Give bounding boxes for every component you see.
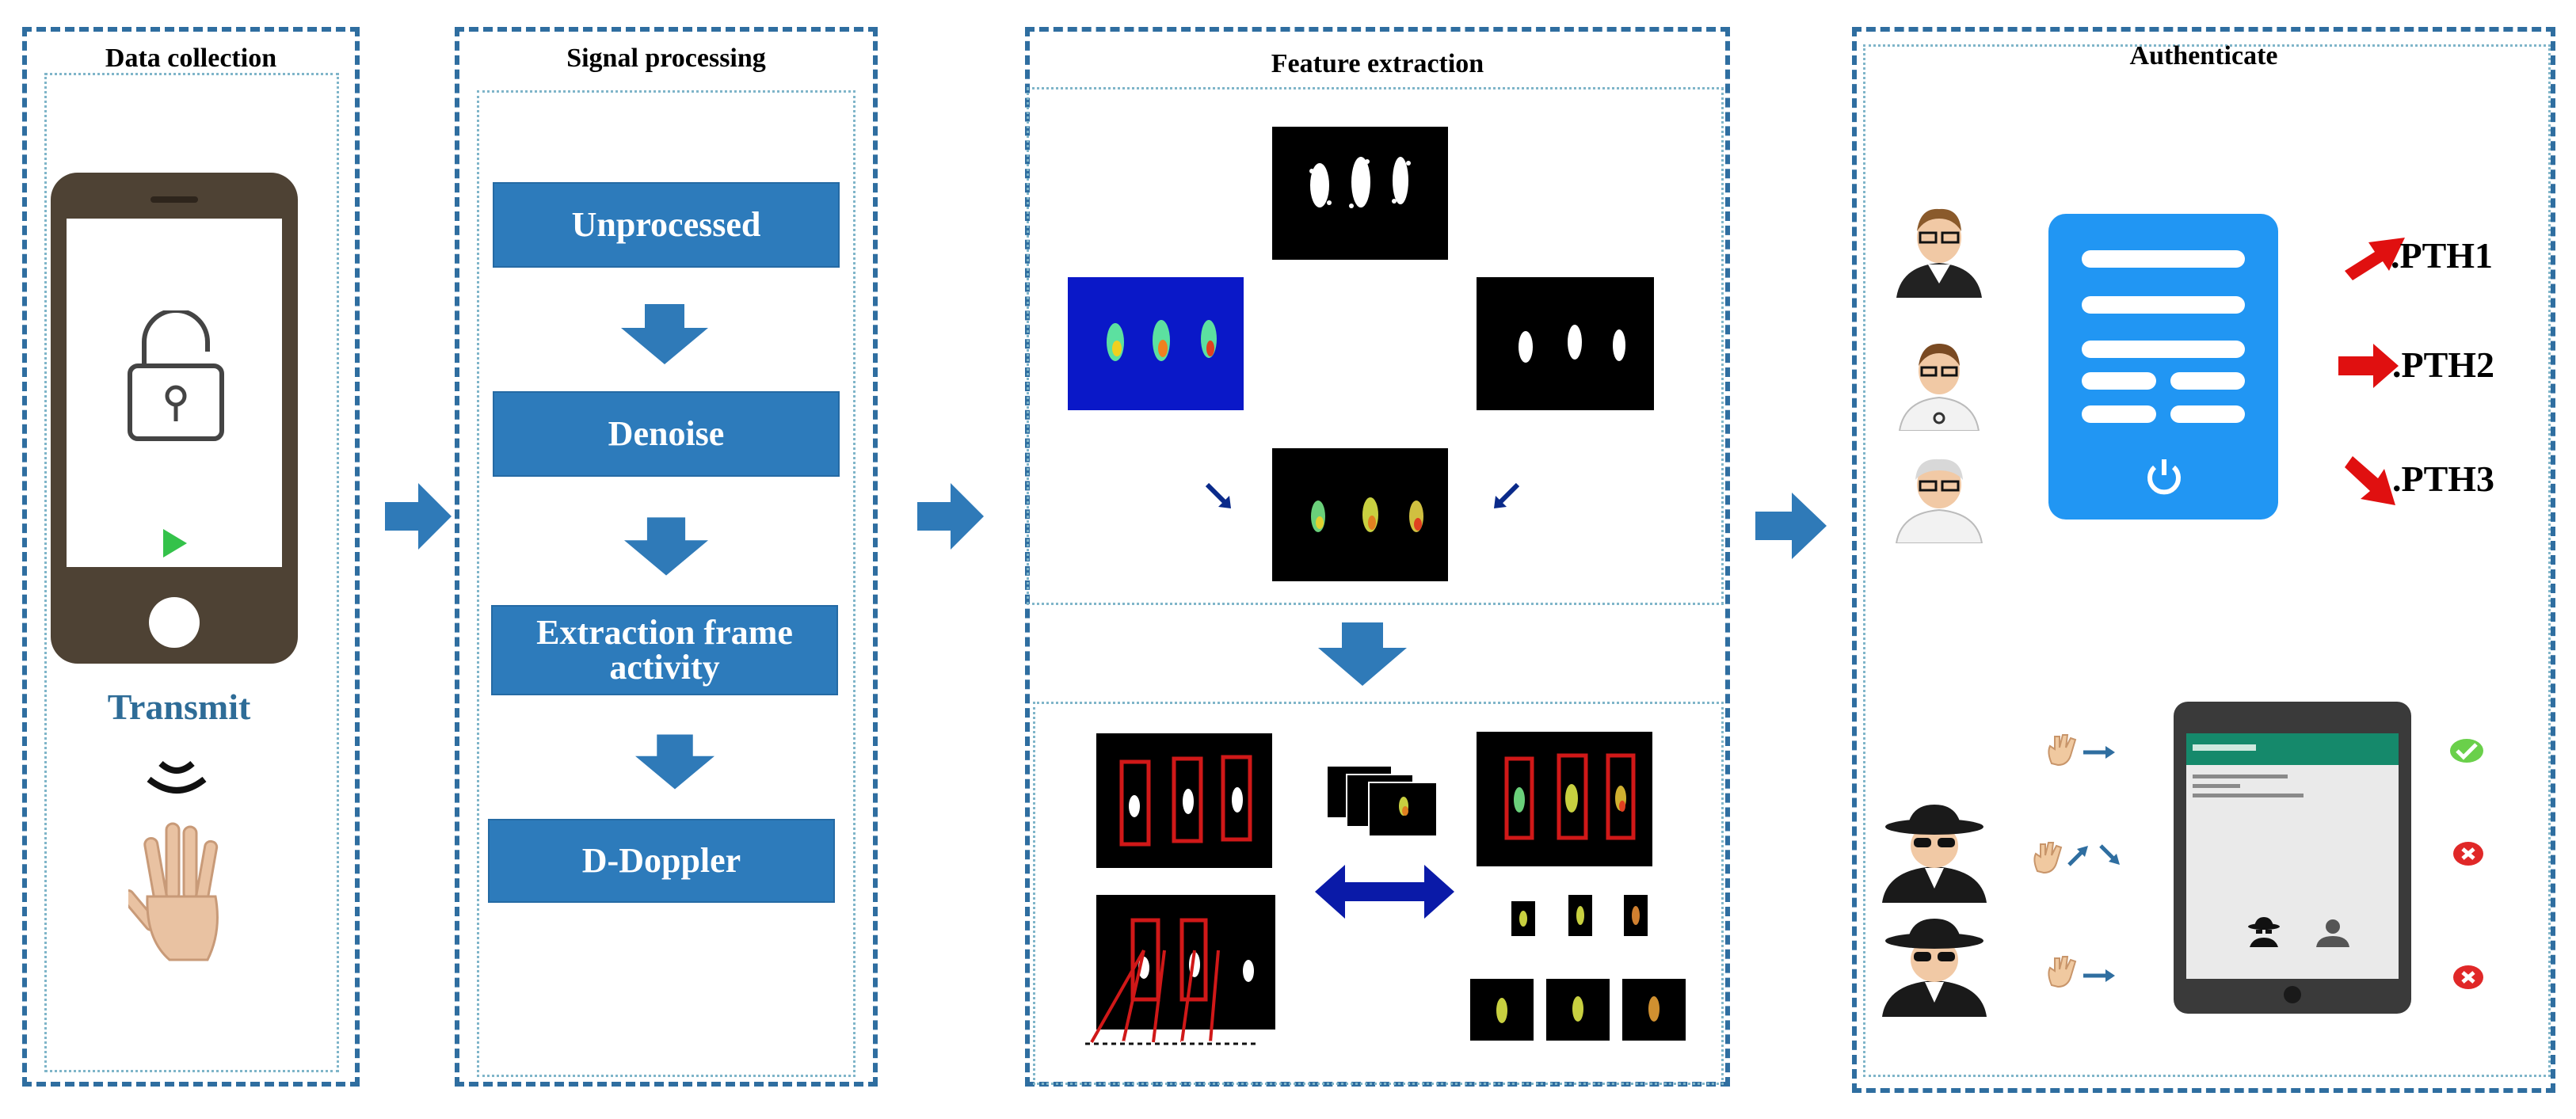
binary-clean-image	[1477, 277, 1654, 410]
spy-small-icon	[2248, 917, 2280, 947]
small-diagonal-arrow-right	[1494, 482, 1520, 508]
pth1-label: .PTH1	[2391, 235, 2494, 276]
binary-noisy-image	[1272, 127, 1448, 260]
feature-extraction-top-inner	[1027, 87, 1724, 605]
pth2-label: .PTH2	[2392, 344, 2495, 385]
red-arrow-2	[2338, 344, 2399, 388]
thermal-image	[1068, 277, 1244, 410]
boxed-color-image	[1477, 732, 1652, 866]
double-arrow-icon	[1315, 865, 1454, 919]
feature-extraction-bottom-inner	[1033, 702, 1724, 1085]
down-arrow-2	[624, 517, 708, 576]
tablet-icon	[2174, 702, 2411, 1014]
small-arrow-1	[2083, 746, 2115, 759]
hand-icon	[128, 822, 219, 961]
flow-arrow-1	[385, 483, 452, 550]
spy-icon-2	[1882, 919, 1987, 1017]
frame-stack-image	[1328, 767, 1438, 837]
hand-gesture-icon-2	[2033, 842, 2063, 874]
small-arrows-2	[2067, 844, 2120, 866]
flow-arrow-2	[917, 483, 984, 550]
red-arrow-3	[2345, 456, 2395, 505]
cropped-frames-large	[1470, 979, 1686, 1041]
play-icon	[163, 529, 187, 558]
check-icon	[2450, 739, 2483, 763]
step-unprocessed: Unprocessed	[493, 182, 840, 268]
data-collection-title: Data collection	[105, 44, 277, 73]
authenticate-title: Authenticate	[2129, 41, 2278, 70]
flow-arrow-3	[1755, 493, 1827, 559]
small-diagonal-arrow-left	[1205, 482, 1231, 508]
down-arrow-3	[635, 734, 714, 790]
user-icon	[2316, 919, 2349, 947]
authenticate-panel	[1852, 27, 2555, 1093]
down-arrow-1	[621, 304, 708, 364]
signal-processing-inner	[477, 90, 855, 1077]
boxed-frames-image-1	[1096, 733, 1272, 868]
transmit-label: Transmit	[107, 687, 251, 727]
reject-icon-2	[2453, 965, 2483, 989]
data-collection-inner	[44, 73, 339, 1072]
user-avatar-3	[1895, 459, 1983, 543]
app-screen	[2048, 214, 2278, 520]
pth3-label: .PTH3	[2392, 459, 2495, 499]
cropped-frames-small	[1511, 895, 1648, 936]
lock-icon	[128, 310, 224, 441]
hand-gesture-icon-3	[2048, 956, 2077, 988]
authenticate-inner	[1863, 44, 2551, 1077]
step-d-doppler: D-Doppler	[488, 819, 835, 903]
step-denoise: Denoise	[493, 391, 840, 477]
user-avatar-2	[1898, 344, 1980, 431]
feature-extraction-title: Feature extraction	[1271, 49, 1484, 78]
small-arrow-3	[2083, 969, 2115, 982]
down-arrow-feature	[1318, 622, 1407, 686]
phone-icon	[51, 173, 298, 664]
signal-processing-panel	[455, 27, 878, 1087]
power-icon	[2147, 459, 2181, 495]
frame-split-lines	[1085, 950, 1259, 1045]
wireless-icon	[147, 760, 207, 794]
data-collection-panel	[22, 27, 360, 1087]
red-arrow-1	[2345, 238, 2405, 280]
user-avatar-1	[1896, 208, 1982, 298]
spy-icon-1	[1882, 805, 1987, 903]
hand-gesture-icon-1	[2048, 734, 2077, 767]
step-extraction-frame-activity: Extraction frame activity	[491, 605, 838, 695]
reject-icon-1	[2453, 842, 2483, 866]
segmented-color-image	[1272, 448, 1448, 581]
signal-processing-title: Signal processing	[566, 44, 766, 73]
